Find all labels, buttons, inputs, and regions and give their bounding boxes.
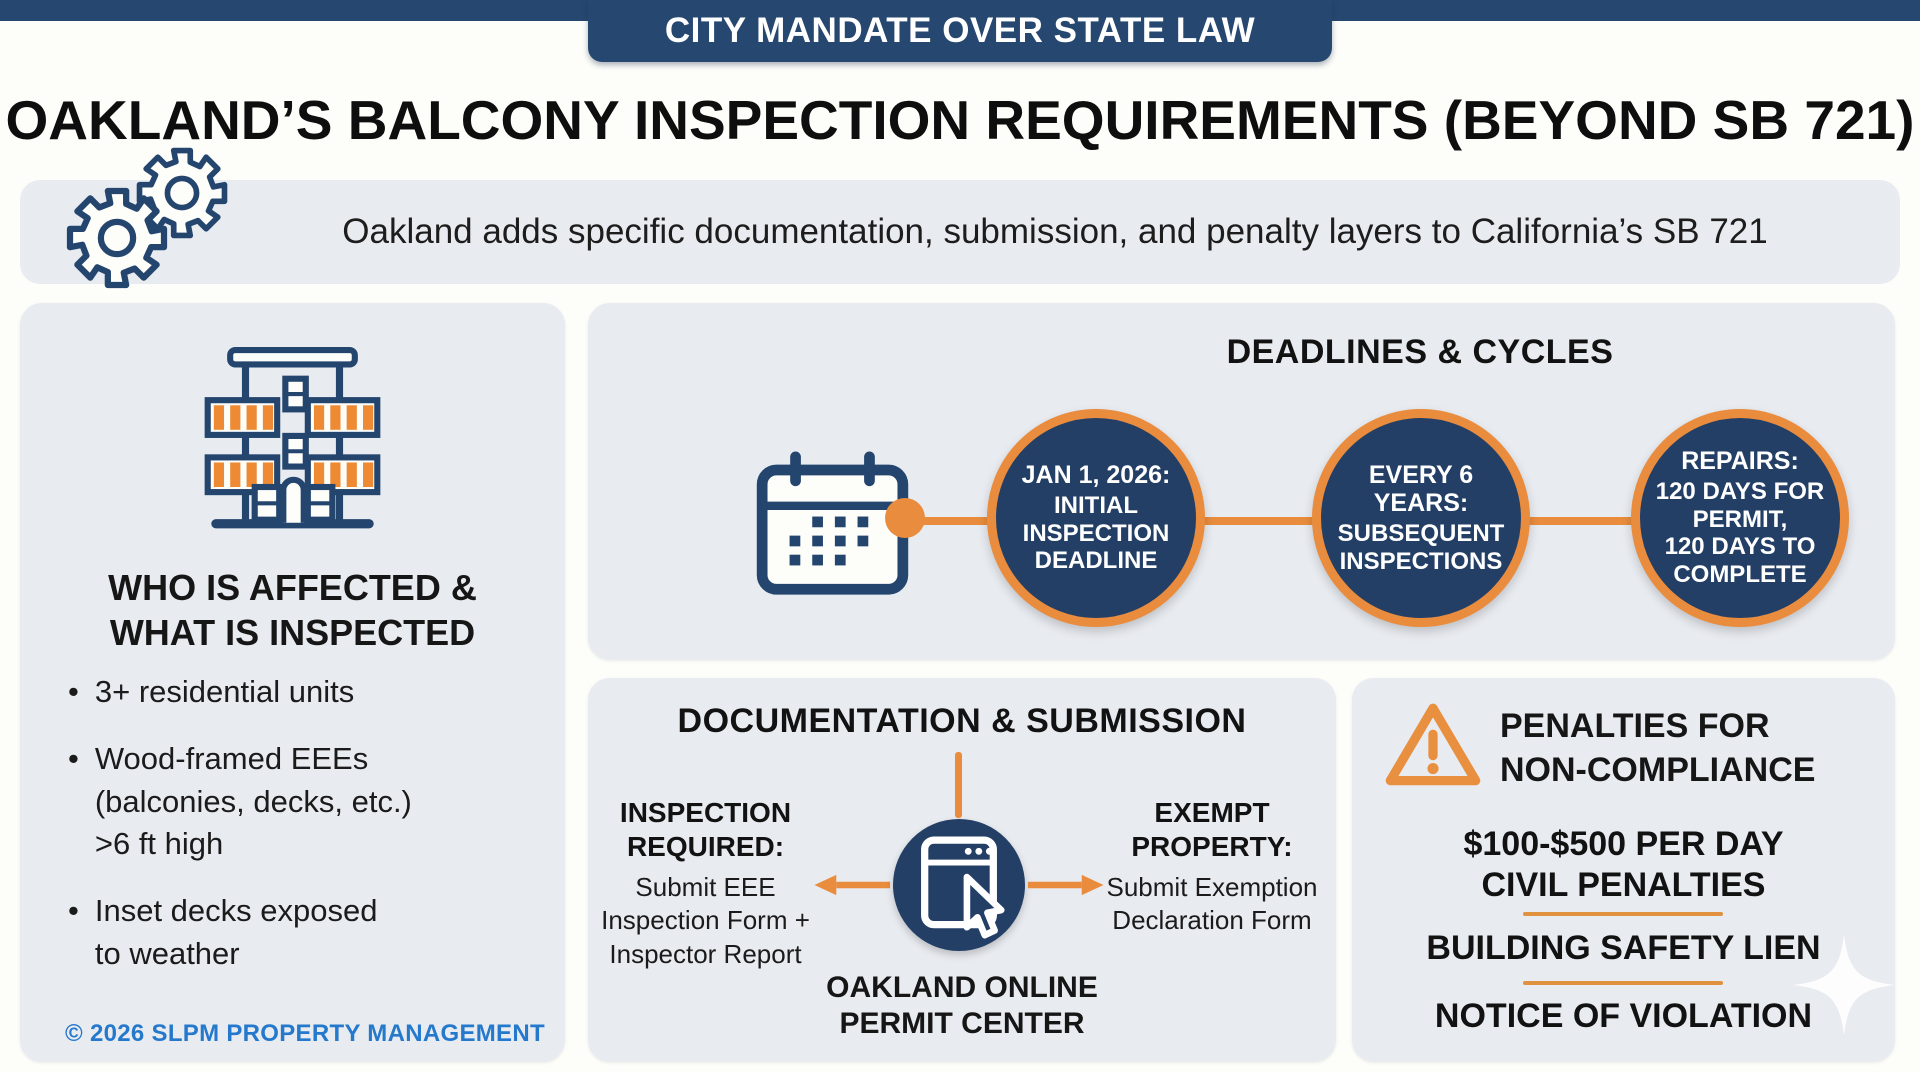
deadlines-panel: DEADLINES & CYCLES JAN 1, 2026: INITIAL … xyxy=(588,303,1895,660)
list-item: • 3+ residential units xyxy=(68,671,548,714)
milestone-repairs: REPAIRS: 120 DAYS FOR PERMIT, 120 DAYS T… xyxy=(1631,409,1849,627)
timeline-start-dot xyxy=(885,498,925,538)
bullet-dot: • xyxy=(68,674,79,709)
divider xyxy=(1523,912,1723,916)
divider xyxy=(1523,981,1723,985)
inspection-required-block: INSPECTION REQUIRED: Submit EEE Inspecti… xyxy=(593,796,818,971)
documentation-heading: DOCUMENTATION & SUBMISSION xyxy=(677,702,1247,740)
list-item: • Inset decks exposed to weather xyxy=(68,890,548,976)
bullet-dot: • xyxy=(68,740,79,776)
milestone-lead: EVERY 6 YEARS: xyxy=(1368,460,1474,518)
milestone-detail: INITIAL INSPECTION DEADLINE xyxy=(1022,491,1170,575)
affected-heading: WHO IS AFFECTED & WHAT IS INSPECTED xyxy=(108,567,477,653)
portal-label: OAKLAND ONLINE PERMIT CENTER xyxy=(826,971,1098,1040)
bullet-text: 3+ residential units xyxy=(94,674,355,709)
milestone-lead: REPAIRS: xyxy=(1681,447,1799,476)
penalties-panel: PENALTIES FOR NON-COMPLIANCE $100-$500 P… xyxy=(1352,678,1895,1062)
warning-triangle-icon xyxy=(1385,703,1481,786)
apartment-building-icon xyxy=(204,347,381,529)
gears-icon xyxy=(58,146,240,292)
top-banner-tab: CITY MANDATE OVER STATE LAW xyxy=(588,0,1332,62)
online-permit-portal-icon xyxy=(893,819,1025,951)
connector-line xyxy=(955,752,962,818)
page-title: OAKLAND’S BALCONY INSPECTION REQUIREMENT… xyxy=(5,89,1915,151)
affected-bullet-list: • 3+ residential units • Wood-framed EEE… xyxy=(68,671,548,976)
exempt-property-block: EXEMPT PROPERTY: Submit Exemption Declar… xyxy=(1098,796,1326,938)
milestone-initial-deadline: JAN 1, 2026: INITIAL INSPECTION DEADLINE xyxy=(987,409,1205,627)
inspection-required-lead: INSPECTION REQUIRED: xyxy=(619,797,792,862)
penalties-heading: PENALTIES FOR NON-COMPLIANCE xyxy=(1500,707,1816,790)
copyright-notice: © 2026 SLPM PROPERTY MANAGEMENT xyxy=(65,1020,545,1047)
subtitle-text: Oakland adds specific documentation, sub… xyxy=(342,212,1768,251)
exempt-property-lead: EXEMPT PROPERTY: xyxy=(1131,797,1293,862)
affected-panel: WHO IS AFFECTED & WHAT IS INSPECTED • 3+… xyxy=(20,303,565,1062)
penalty-item: $100-$500 PER DAY CIVIL PENALTIES xyxy=(1463,825,1784,905)
banner-label: CITY MANDATE OVER STATE LAW xyxy=(664,11,1256,50)
bullet-dot: • xyxy=(68,893,79,929)
milestone-lead: JAN 1, 2026: xyxy=(1021,461,1171,490)
list-item: • Wood-framed EEEs (balconies, decks, et… xyxy=(68,738,548,866)
arrow-left-icon xyxy=(814,874,891,896)
milestone-detail: 120 DAYS FOR PERMIT, 120 DAYS TO COMPLET… xyxy=(1655,478,1825,588)
inspection-required-detail: Submit EEE Inspection Form + Inspector R… xyxy=(601,872,810,969)
documentation-panel: DOCUMENTATION & SUBMISSION INSPECTION RE… xyxy=(588,678,1336,1062)
cursor-icon xyxy=(963,873,1005,939)
penalty-item: NOTICE OF VIOLATION xyxy=(1434,997,1813,1035)
bullet-text: Wood-framed EEEs (balconies, decks, etc.… xyxy=(94,740,412,862)
deadlines-heading: DEADLINES & CYCLES xyxy=(1226,333,1614,371)
subtitle-bar: Oakland adds specific documentation, sub… xyxy=(20,180,1900,284)
penalty-item: BUILDING SAFETY LIEN xyxy=(1426,929,1821,967)
sparkle-icon xyxy=(1793,934,1895,1036)
exempt-property-detail: Submit Exemption Declaration Form xyxy=(1106,872,1318,936)
milestone-recurring-inspections: EVERY 6 YEARS: SUBSEQUENT INSPECTIONS xyxy=(1312,409,1530,627)
bullet-text: Inset decks exposed to weather xyxy=(94,893,378,971)
arrow-right-icon xyxy=(1027,874,1104,896)
milestone-detail: SUBSEQUENT INSPECTIONS xyxy=(1337,520,1505,575)
